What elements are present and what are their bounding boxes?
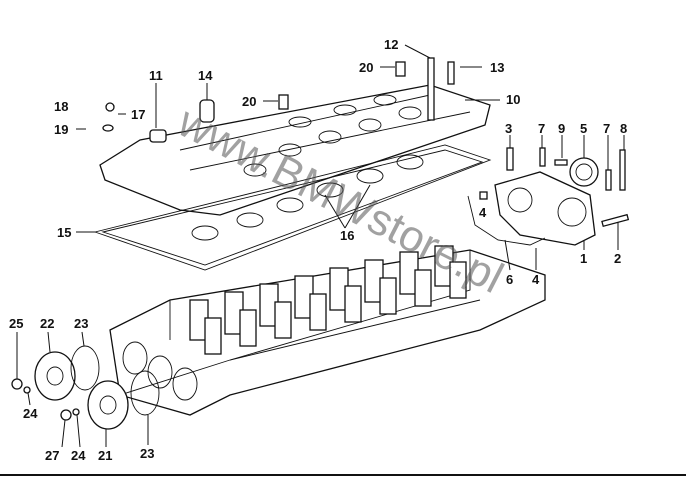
callout-23-bottom: 23	[140, 446, 154, 461]
sleeve-11	[149, 129, 167, 143]
callout-14: 14	[198, 68, 213, 83]
callout-25: 25	[9, 316, 23, 331]
bolt-7a	[539, 147, 546, 167]
callout-2: 2	[614, 251, 621, 266]
oring-23a	[70, 345, 100, 391]
washer-17	[105, 102, 115, 112]
washer-24b	[72, 408, 80, 416]
callout-24-left: 24	[23, 406, 38, 421]
callout-22: 22	[40, 316, 54, 331]
bottom-rule	[0, 474, 686, 476]
callout-17: 17	[131, 107, 145, 122]
cover-gasket-6	[467, 195, 546, 246]
callout-8: 8	[620, 121, 627, 136]
callout-3: 3	[505, 121, 512, 136]
bolt-9	[554, 159, 568, 166]
plug-4a	[479, 191, 488, 200]
nut-20-mid	[278, 94, 289, 110]
callout-11: 11	[149, 68, 163, 83]
leader-lines	[16, 44, 625, 448]
callout-10: 10	[506, 92, 520, 107]
callout-5: 5	[580, 121, 587, 136]
nut-20-top	[395, 61, 406, 77]
callout-1: 1	[580, 251, 587, 266]
oring-23b	[130, 370, 160, 416]
callout-13: 13	[490, 60, 504, 75]
bolt-8	[619, 149, 626, 191]
callout-21: 21	[98, 448, 112, 463]
valve-cover	[99, 84, 491, 216]
cam-towers	[189, 245, 467, 355]
cam-cover-21	[87, 380, 129, 430]
cylinder-head	[109, 245, 546, 416]
plug-seals	[191, 154, 424, 241]
bolt-27	[60, 409, 72, 421]
callout-24-bottom: 24	[71, 448, 86, 463]
callout-labels: 12 13 20 20 10 11 14 18 17 19 3 7 9 7 8 …	[9, 37, 627, 463]
callout-19: 19	[54, 122, 68, 137]
callout-16: 16	[340, 228, 354, 243]
callout-12: 12	[384, 37, 398, 52]
bolt-7b	[605, 169, 612, 191]
timing-cover	[494, 171, 596, 246]
callout-23-top: 23	[74, 316, 88, 331]
callout-20-top: 20	[359, 60, 373, 75]
callout-27: 27	[45, 448, 59, 463]
head-ports	[122, 341, 198, 401]
callout-15: 15	[57, 225, 71, 240]
callout-7-left: 7	[538, 121, 545, 136]
callout-9: 9	[558, 121, 565, 136]
callout-4-top: 4	[479, 205, 487, 220]
washer-24a	[23, 386, 31, 394]
pin-2	[601, 213, 630, 228]
stud-12	[427, 57, 435, 121]
callout-7-right: 7	[603, 121, 610, 136]
callout-4-bottom: 4	[532, 272, 540, 287]
stud-13	[447, 61, 455, 85]
dowel-3	[506, 147, 514, 171]
washer-19	[102, 124, 114, 132]
callout-6: 6	[506, 272, 513, 287]
cam-cover-22	[34, 351, 76, 401]
callout-20-mid: 20	[242, 94, 256, 109]
bolt-25	[11, 378, 23, 390]
cover-gasket	[93, 144, 492, 271]
callout-18: 18	[54, 99, 68, 114]
seal-5	[569, 157, 599, 187]
